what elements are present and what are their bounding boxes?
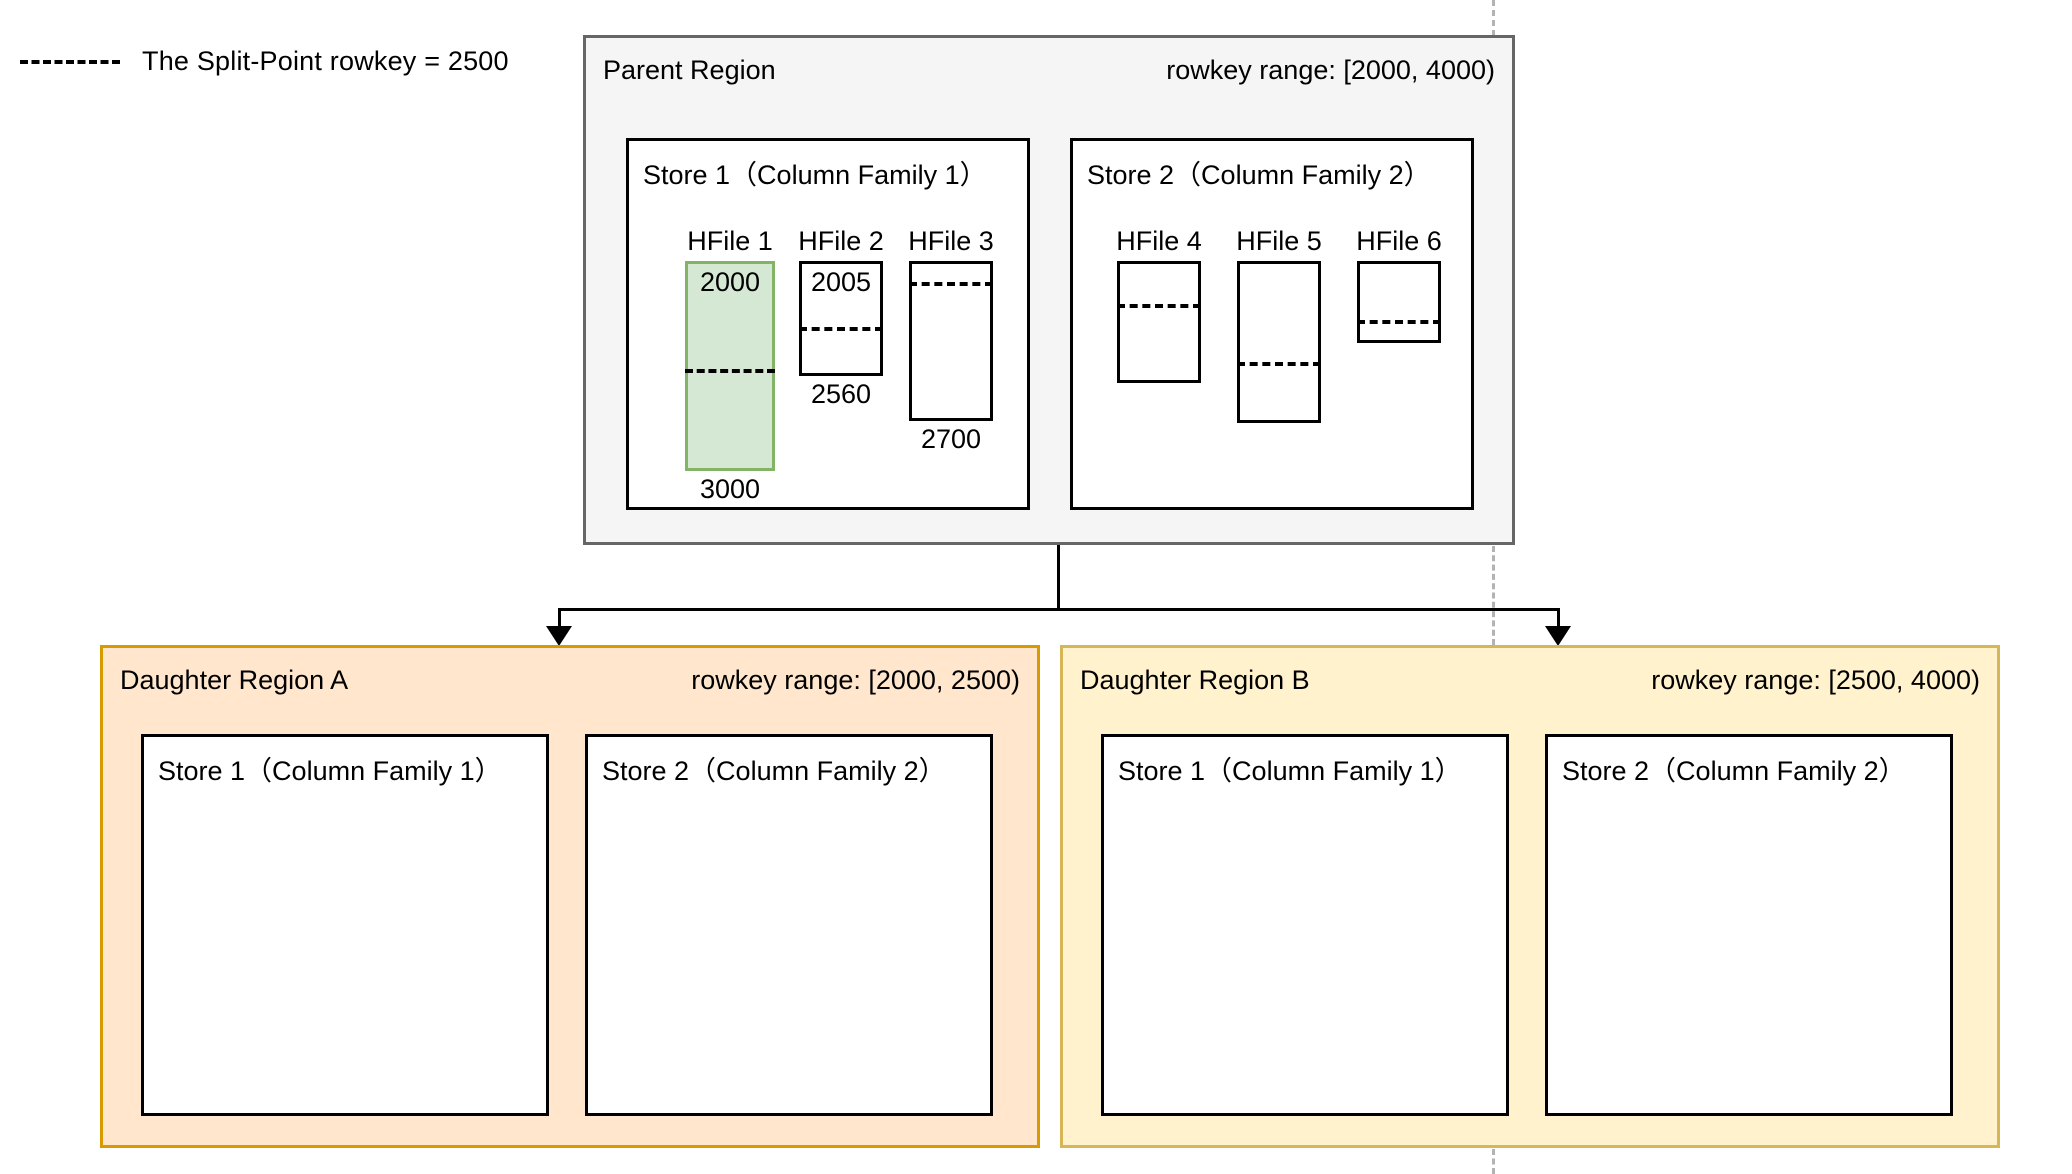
connector-stem bbox=[1057, 545, 1060, 610]
daughter-a-store-2-label: Store 2（Column Family 2） bbox=[602, 756, 946, 786]
daughter-region-a-rowkey-range: rowkey range: [2000, 2500) bbox=[691, 665, 1020, 695]
hfile-4: HFile 4 bbox=[1116, 226, 1202, 383]
hfile-2-start-key: 2005 bbox=[810, 267, 872, 297]
hfile-2: HFile 2 2005 2560 bbox=[798, 226, 884, 409]
hfile-1-split-line bbox=[685, 369, 775, 373]
hfile-5-box bbox=[1237, 261, 1321, 423]
hfile-1-start-key: 2000 bbox=[699, 267, 761, 297]
hfile-1-box: 2000 bbox=[685, 261, 775, 471]
daughter-a-store-1-label: Store 1（Column Family 1） bbox=[158, 756, 502, 786]
hfile-6: HFile 6 bbox=[1356, 226, 1442, 343]
hfile-4-label: HFile 4 bbox=[1116, 226, 1202, 256]
hfile-3-label: HFile 3 bbox=[908, 226, 994, 256]
split-point-guide-top bbox=[1492, 0, 1495, 36]
hfile-4-split-line bbox=[1117, 304, 1201, 308]
hfile-2-end-key: 2560 bbox=[810, 379, 872, 409]
legend-label: The Split-Point rowkey = 2500 bbox=[142, 46, 509, 76]
parent-store-1-label: Store 1（Column Family 1） bbox=[643, 160, 987, 190]
hfile-3-end-key: 2700 bbox=[920, 424, 982, 454]
daughter-region-b: Daughter Region B rowkey range: [2500, 4… bbox=[1060, 645, 2000, 1148]
daughter-region-a: Daughter Region A rowkey range: [2000, 2… bbox=[100, 645, 1040, 1148]
connector-bus bbox=[558, 608, 1560, 611]
daughter-a-store-2: Store 2（Column Family 2） bbox=[585, 734, 993, 1116]
hfile-1-end-key: 3000 bbox=[699, 474, 761, 504]
hfile-6-box bbox=[1357, 261, 1441, 343]
daughter-a-store-1: Store 1（Column Family 1） bbox=[141, 734, 549, 1116]
hfile-2-label: HFile 2 bbox=[798, 226, 884, 256]
hfile-6-split-line bbox=[1357, 320, 1441, 324]
legend: The Split-Point rowkey = 2500 bbox=[20, 46, 509, 77]
daughter-region-b-rowkey-range: rowkey range: [2500, 4000) bbox=[1651, 665, 1980, 695]
parent-store-2: Store 2（Column Family 2） HFile 4 HFile 5… bbox=[1070, 138, 1474, 510]
hfile-3-split-line bbox=[909, 282, 993, 286]
hfile-2-box: 2005 bbox=[799, 261, 883, 376]
arrow-head-daughter-a bbox=[546, 626, 572, 646]
hfile-5-split-line bbox=[1237, 362, 1321, 366]
parent-region-title: Parent Region bbox=[603, 55, 776, 85]
daughter-b-store-1-label: Store 1（Column Family 1） bbox=[1118, 756, 1462, 786]
split-point-guide-bottom bbox=[1492, 1149, 1495, 1174]
split-point-guide-middle bbox=[1492, 546, 1495, 645]
parent-store-1: Store 1（Column Family 1） HFile 1 2000 30… bbox=[626, 138, 1030, 510]
arrow-head-daughter-b bbox=[1545, 626, 1571, 646]
hfile-1: HFile 1 2000 3000 bbox=[685, 226, 775, 504]
daughter-region-a-title: Daughter Region A bbox=[120, 665, 349, 695]
daughter-region-b-title: Daughter Region B bbox=[1080, 665, 1310, 695]
dashed-line-icon bbox=[20, 59, 120, 64]
daughter-b-store-1: Store 1（Column Family 1） bbox=[1101, 734, 1509, 1116]
hfile-3-box bbox=[909, 261, 993, 421]
parent-region-rowkey-range: rowkey range: [2000, 4000) bbox=[1166, 55, 1495, 85]
hfile-2-split-line bbox=[799, 327, 883, 331]
hfile-4-box bbox=[1117, 261, 1201, 383]
parent-store-2-label: Store 2（Column Family 2） bbox=[1087, 160, 1431, 190]
connector-branch-b bbox=[1557, 608, 1560, 629]
daughter-b-store-2-label: Store 2（Column Family 2） bbox=[1562, 756, 1906, 786]
hfile-5-label: HFile 5 bbox=[1236, 226, 1322, 256]
daughter-b-store-2: Store 2（Column Family 2） bbox=[1545, 734, 1953, 1116]
connector-branch-a bbox=[558, 608, 561, 629]
hfile-6-label: HFile 6 bbox=[1356, 226, 1442, 256]
hfile-5: HFile 5 bbox=[1236, 226, 1322, 423]
hfile-3: HFile 3 2700 bbox=[908, 226, 994, 454]
parent-region: Parent Region rowkey range: [2000, 4000)… bbox=[583, 35, 1515, 545]
hfile-1-label: HFile 1 bbox=[687, 226, 773, 256]
